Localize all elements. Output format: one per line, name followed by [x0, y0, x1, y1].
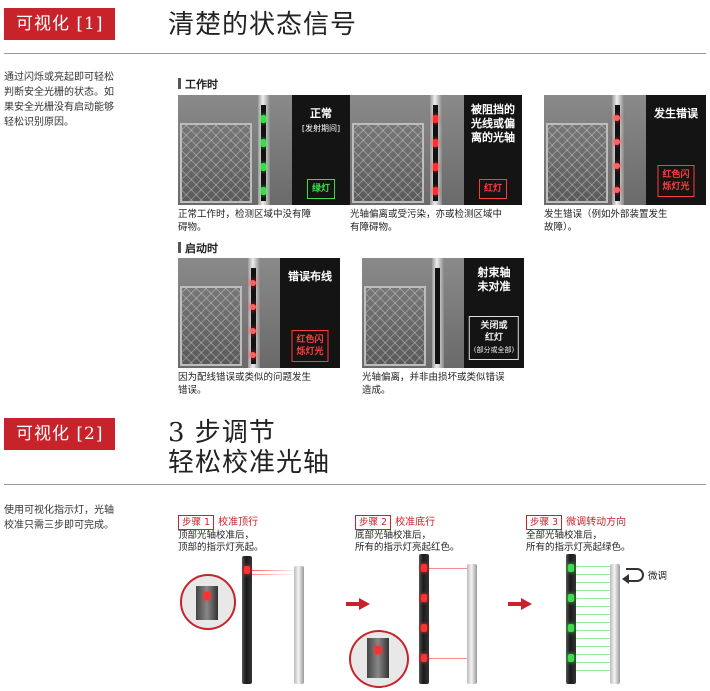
status-card-error: 发生错误 红色闪 烁灯光	[544, 95, 706, 205]
card-caption: 发生错误（例如外部装置发生 故障）。	[544, 209, 668, 233]
step-name: 微调转动方向	[566, 517, 627, 528]
section2-title: 3 步调节 轻松校准光轴	[168, 418, 331, 478]
section2-divider	[4, 484, 706, 485]
step-number: 步骤 1	[178, 515, 215, 530]
section1-divider	[4, 53, 706, 54]
red-blink-badge: 红色闪 烁灯光	[291, 330, 329, 362]
zoom-circle	[349, 630, 409, 688]
card-title: 射束轴 未对准	[477, 266, 511, 293]
step-1-illustration	[178, 550, 338, 688]
step-number: 步骤 2	[355, 515, 392, 530]
step-name: 校准顶行	[218, 517, 259, 528]
card-title: 错误布线	[288, 270, 332, 283]
card-caption: 光轴偏离，并非由损坏或类似错误 造成。	[362, 372, 505, 396]
step-2-illustration	[349, 550, 515, 688]
step-name: 校准底行	[395, 517, 436, 528]
status-card-wiring-error: 错误布线 红色闪 烁灯光	[178, 258, 340, 368]
step-description: 底部光轴校准后， 所有的指示灯亮起红色。	[355, 530, 460, 553]
section1-intro: 通过闪烁或亮起即可轻松 判断安全光栅的状态。如 果安全光栅没有启动能够 轻松识别…	[4, 72, 114, 128]
green-light-badge: 绿灯	[306, 179, 336, 199]
section2-intro: 使用可视化指示灯，光轴 校准只需三步即可完成。	[4, 505, 114, 531]
status-card-blocked: 被阻挡的 光线或偏 离的光轴 红灯	[350, 95, 522, 205]
step-description: 全部光轴校准后， 所有的指示灯亮起绿色。	[526, 530, 631, 553]
step-3-illustration: 微调	[526, 550, 706, 688]
red-blink-badge: 红色闪 烁灯光	[657, 165, 695, 197]
card-title: 被阻挡的 光线或偏 离的光轴	[471, 103, 515, 144]
card-title: 发生错误	[654, 107, 698, 120]
status-card-normal: 正常 [发射期间] 绿灯	[178, 95, 350, 205]
status-card-misaligned: 射束轴 未对准 关闭或 红灯 (部分或全部)	[362, 258, 524, 368]
next-arrow-icon	[508, 598, 532, 610]
off-or-red-badge: 关闭或 红灯 (部分或全部)	[468, 316, 520, 360]
working-label: 工作时	[178, 76, 218, 92]
card-caption: 因为配线错误或类似的问题发生 错误。	[178, 372, 312, 396]
card-subtitle: [发射期间]	[301, 124, 341, 133]
zoom-circle	[180, 574, 236, 630]
red-light-badge: 红灯	[478, 179, 508, 199]
section1-title: 清楚的状态信号	[168, 10, 358, 40]
step-description: 顶部光轴校准后， 顶部的指示灯亮起。	[178, 530, 264, 553]
section2-badge: 可视化 [2]	[4, 418, 116, 450]
next-arrow-icon	[346, 598, 370, 610]
card-title: 正常	[310, 107, 332, 120]
step-number: 步骤 3	[526, 515, 563, 530]
startup-label: 启动时	[178, 240, 218, 256]
rotate-arrow-icon	[626, 568, 644, 582]
card-caption: 光轴偏离或受污染，亦或检测区域中 有障碍物。	[350, 209, 503, 233]
fine-tune-label: 微调	[648, 571, 668, 582]
card-caption: 正常工作时，检测区域中没有障 碍物。	[178, 209, 312, 233]
section1-badge: 可视化 [1]	[4, 8, 116, 40]
